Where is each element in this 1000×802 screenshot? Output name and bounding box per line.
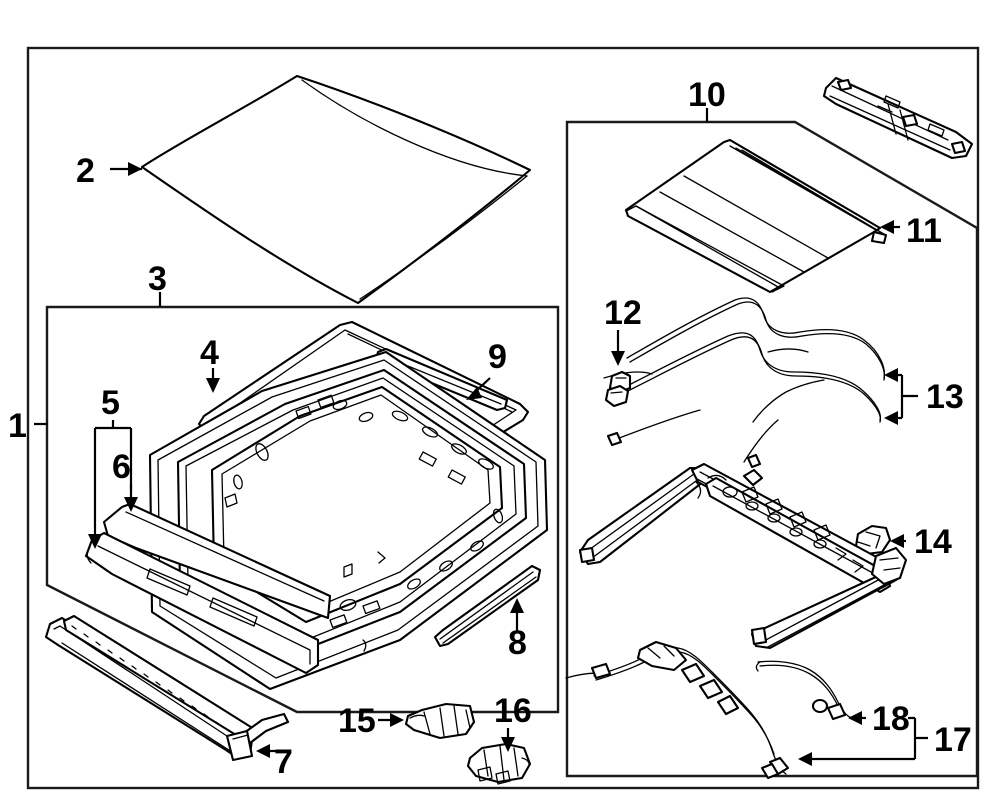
connector-b[interactable] <box>466 742 532 785</box>
callout-14[interactable]: 14 <box>890 523 952 561</box>
callout-18[interactable]: 18 <box>848 700 910 738</box>
drain-hose-pair[interactable] <box>603 297 886 469</box>
callout-label-4: 4 <box>200 334 219 372</box>
callout-3[interactable]: 3 <box>148 260 167 307</box>
callout-label-15: 15 <box>338 702 376 740</box>
frame-mounting-details <box>224 394 504 652</box>
callout-4[interactable]: 4 <box>200 334 220 393</box>
upper-guide-rail[interactable] <box>822 76 974 160</box>
callout-6[interactable]: 6 <box>112 448 138 512</box>
callout-label-9: 9 <box>488 338 507 376</box>
callout-16[interactable]: 16 <box>494 692 532 752</box>
callout-label-8: 8 <box>508 624 527 662</box>
callout-10[interactable]: 10 <box>688 76 726 122</box>
callout-label-11: 11 <box>906 212 942 250</box>
slide-rail-frame[interactable] <box>578 462 908 650</box>
callout-1[interactable]: 1 <box>8 407 48 445</box>
callout-17[interactable]: 17 <box>798 716 972 766</box>
callout-label-3: 3 <box>148 260 167 298</box>
callout-8[interactable]: 8 <box>508 598 527 662</box>
wind-deflector[interactable] <box>84 502 332 675</box>
callout-13[interactable]: 13 <box>884 368 964 425</box>
callout-label-13: 13 <box>926 378 964 416</box>
callout-label-14: 14 <box>914 523 952 561</box>
deflector-arm[interactable] <box>44 614 290 762</box>
sunroof-mechanism-group-border[interactable] <box>565 120 979 778</box>
callout-15[interactable]: 15 <box>338 702 404 740</box>
callout-12[interactable]: 12 <box>604 294 642 366</box>
callout-5[interactable]: 5 <box>88 384 133 549</box>
callout-label-12: 12 <box>604 294 642 332</box>
callout-9[interactable]: 9 <box>466 338 507 400</box>
callout-7[interactable]: 7 <box>256 743 293 781</box>
cable-assembly[interactable] <box>565 640 853 780</box>
connector-a[interactable] <box>404 702 476 740</box>
guide-shoe[interactable] <box>854 524 892 556</box>
callout-label-2: 2 <box>76 152 95 190</box>
callout-label-1: 1 <box>8 407 27 445</box>
callout-label-16: 16 <box>494 692 532 730</box>
callout-11[interactable]: 11 <box>880 212 942 250</box>
callout-2[interactable]: 2 <box>76 152 142 190</box>
callout-label-6: 6 <box>112 448 131 486</box>
callout-label-17: 17 <box>934 721 972 759</box>
drive-cable[interactable] <box>755 660 853 721</box>
callout-label-7: 7 <box>274 743 293 781</box>
callout-label-5: 5 <box>101 384 120 422</box>
roof-panel[interactable] <box>140 74 532 305</box>
side-trim-rail[interactable] <box>433 564 542 648</box>
callout-label-18: 18 <box>872 700 910 738</box>
callout-label-10: 10 <box>688 76 726 114</box>
sunshade-curtain[interactable] <box>624 138 888 294</box>
